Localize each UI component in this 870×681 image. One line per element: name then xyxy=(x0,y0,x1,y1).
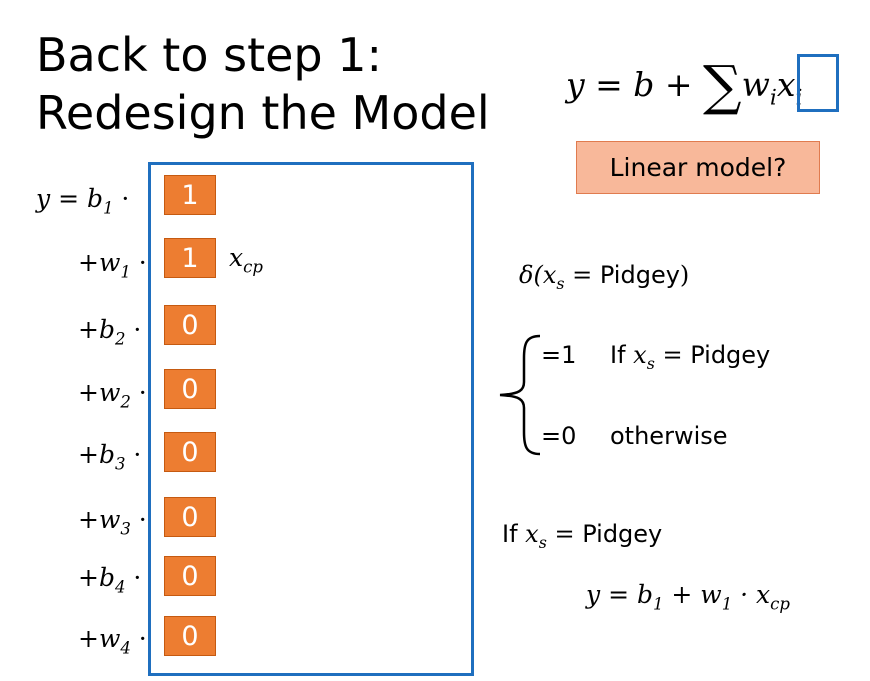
xcp-label: xcp xyxy=(229,243,263,277)
case-1: =1 xyxy=(541,341,577,369)
delta-expression: δ(xs = Pidgey) xyxy=(519,261,690,294)
value-cell: 1 xyxy=(164,175,216,215)
left-brace-icon xyxy=(499,334,541,456)
formula-w-sub: i xyxy=(769,85,777,111)
case-1-condition: If xs = Pidgey xyxy=(610,341,771,374)
linear-model-label: Linear model? xyxy=(576,141,820,194)
row-label-6: +w3 · xyxy=(78,505,147,539)
row-label-3: +b2 · xyxy=(78,315,142,349)
slide-title: Back to step 1: Redesign the Model xyxy=(36,26,490,142)
row-label-2: +w1 · xyxy=(78,248,147,282)
conclusion-equation: y = b1 + w1 · xcp xyxy=(586,580,790,614)
row-label-5: +b3 · xyxy=(78,440,142,474)
case-2-condition: otherwise xyxy=(610,422,728,450)
formula-x: x xyxy=(776,65,796,104)
title-line-2: Redesign the Model xyxy=(36,86,490,140)
linear-formula: y = b + ∑wixi xyxy=(566,59,802,121)
case-2: =0 xyxy=(541,422,577,450)
row-label-7: +b4 · xyxy=(78,563,142,597)
row-label-1: y = b1 · xyxy=(36,184,130,218)
formula-lhs: y = b + xyxy=(566,65,704,104)
value-cell: 0 xyxy=(164,556,216,596)
conclusion-condition: If xs = Pidgey xyxy=(502,520,663,553)
value-cell: 0 xyxy=(164,305,216,345)
title-line-1: Back to step 1: xyxy=(36,28,382,82)
value-cell: 0 xyxy=(164,497,216,537)
row-label-8: +w4 · xyxy=(78,624,147,658)
formula-w: w xyxy=(741,65,770,104)
sum-symbol: ∑ xyxy=(703,54,742,117)
row-label-4: +w2 · xyxy=(78,378,147,412)
value-cell: 1 xyxy=(164,238,216,278)
value-cell: 0 xyxy=(164,616,216,656)
xi-highlight-box xyxy=(797,54,839,112)
value-cell: 0 xyxy=(164,369,216,409)
value-cell: 0 xyxy=(164,432,216,472)
